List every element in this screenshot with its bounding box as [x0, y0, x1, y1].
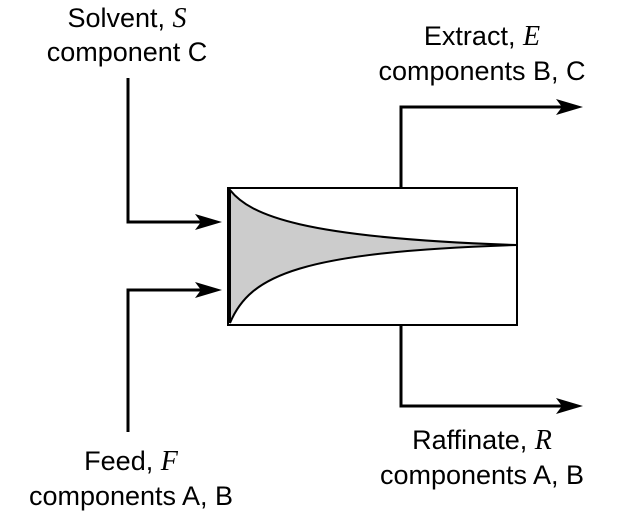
raffinate-outlet-arrowhead [556, 398, 583, 414]
solvent-name: Solvent, [67, 3, 173, 33]
phase-contact-region [229, 187, 518, 324]
solvent-label: Solvent, S [22, 2, 232, 35]
feed-inlet-line [126, 288, 215, 432]
solvent-inlet-arrowhead [195, 214, 222, 230]
feed-label: Feed, F [0, 445, 262, 478]
raffinate-symbol: R [534, 425, 552, 456]
raffinate-label: Raffinate, R [352, 424, 612, 457]
solvent-symbol: S [172, 3, 187, 34]
solvent-components: component C [46, 37, 208, 67]
feed-symbol: F [160, 446, 178, 477]
solvent-inlet-line [126, 78, 215, 224]
raffinate-name: Raffinate, [412, 425, 535, 455]
extract-name: Extract, [423, 21, 523, 51]
extract-components: components B, C [378, 56, 586, 86]
extract-label: Extract, E [352, 20, 612, 53]
extract-outlet-arrowhead [556, 99, 583, 115]
raffinate-components: components A, B [379, 460, 585, 490]
feed-name: Feed, [84, 446, 161, 476]
extract-symbol: E [522, 21, 541, 52]
feed-inlet-arrowhead [195, 282, 222, 298]
raffinate-outlet-line [399, 325, 575, 408]
extract-outlet-line [399, 105, 575, 188]
feed-components: components A, B [28, 481, 234, 511]
